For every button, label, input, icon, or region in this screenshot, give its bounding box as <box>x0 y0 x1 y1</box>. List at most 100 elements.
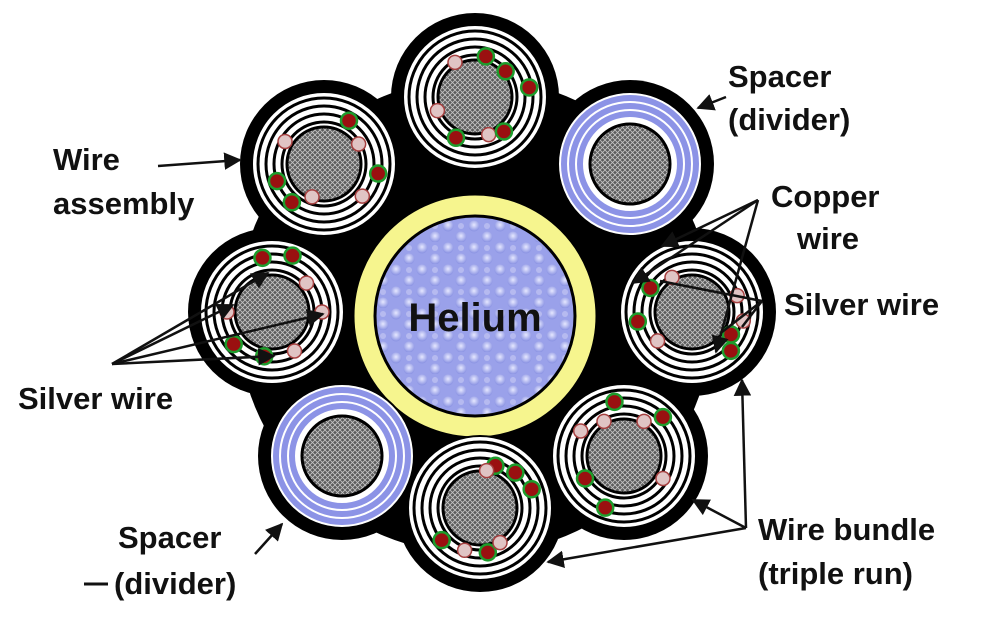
copper-arrow-3 <box>711 199 760 354</box>
copper-wire <box>494 122 514 141</box>
spacer-band <box>561 95 699 233</box>
copper-wire <box>721 341 741 361</box>
copper-wire <box>283 246 302 265</box>
silver-left-arrow-4 <box>111 348 276 366</box>
silver-wire <box>304 189 320 205</box>
bundle-ring <box>564 396 684 516</box>
bundle-ring <box>420 448 540 568</box>
bundle-ring <box>624 244 760 380</box>
copper-wire <box>368 164 388 183</box>
bundle-ring <box>256 96 392 232</box>
bundle-left <box>199 239 345 385</box>
silver-wire-right-label: Silver wire <box>784 287 939 322</box>
copper-wire <box>641 278 660 298</box>
bundle-lower-right <box>551 383 697 529</box>
copper-wire <box>628 312 648 331</box>
copper-wire <box>339 111 359 130</box>
bundle-ring <box>640 260 744 364</box>
wire-bundles <box>199 24 765 581</box>
bundle-upper-left <box>251 91 397 237</box>
copper-wire <box>496 62 515 81</box>
spacer-top-right <box>557 91 703 237</box>
bundle-ring <box>415 37 535 157</box>
spacer-band <box>569 103 691 225</box>
copper-wire <box>522 479 541 499</box>
wire-bundle-label-line1: Wire bundle <box>758 512 935 547</box>
silver-wire <box>480 126 497 143</box>
spacer-top-label-line1: Spacer <box>728 59 831 94</box>
bundle-arrow-1 <box>691 498 747 530</box>
silver-right-line-2 <box>721 300 763 333</box>
bundle-ring <box>648 268 736 356</box>
bundle-core <box>653 273 731 351</box>
silver-wire <box>572 423 589 439</box>
bundle-arrow-3 <box>546 526 747 568</box>
bundle-ring <box>212 252 332 372</box>
bundle-ring <box>204 244 340 380</box>
silver-wire <box>429 102 446 119</box>
silver-wire <box>298 275 315 291</box>
wire-bundle-label-line2: (triple run) <box>758 556 913 591</box>
bundle-right <box>619 239 765 385</box>
silver-wire <box>277 133 293 150</box>
silver-wire <box>478 462 495 479</box>
spacer-band <box>289 403 395 509</box>
bundle-core <box>436 58 514 136</box>
copper-wire-label-line1: Copper <box>771 179 880 214</box>
silver-wire <box>314 304 330 320</box>
bundle-ring <box>272 112 376 216</box>
bundle-ring <box>632 252 752 372</box>
spacer-band <box>577 111 683 217</box>
spacer-bottom-arrow <box>254 522 284 555</box>
bundle-ring <box>280 120 368 208</box>
bundle-core <box>585 417 663 495</box>
wire-assembly-label-line1: Wire <box>53 142 120 177</box>
bundle-ring <box>423 45 527 149</box>
silver-wire <box>286 343 303 359</box>
helium-label: Helium <box>408 296 541 340</box>
bundle-ring <box>580 412 668 500</box>
spacer-bottom-label-line2: (divider) <box>114 566 236 601</box>
silver-wire-left-label: Silver wire <box>18 381 173 416</box>
pointer-lines <box>111 94 763 568</box>
spacer-bottom-label-line1: Spacer <box>118 520 221 555</box>
copper-wire <box>519 78 539 97</box>
bundle-ring <box>556 388 692 524</box>
wire-assembly-label-line2: assembly <box>53 186 195 221</box>
spacer-band <box>273 387 411 525</box>
silver-wire <box>596 413 612 430</box>
bundle-bottom <box>407 435 553 581</box>
labels: Wire assembly Spacer (divider) Copper wi… <box>18 59 939 601</box>
bundle-core <box>441 469 519 547</box>
copper-wire <box>282 193 302 212</box>
copper-wire <box>605 392 624 412</box>
copper-wire <box>506 463 525 482</box>
copper-arrow-2 <box>631 198 759 285</box>
copper-wire <box>224 334 243 354</box>
bundle-ring <box>572 404 676 508</box>
silver-wire <box>350 136 367 152</box>
spacer-top-arrow <box>696 94 727 111</box>
bundle-ring <box>412 440 548 576</box>
silver-right-line-3 <box>741 300 763 328</box>
copper-wire <box>575 469 595 488</box>
spacer-core <box>300 414 384 498</box>
bundle-ring <box>264 104 384 224</box>
bundle-core <box>285 125 363 203</box>
copper-wire <box>253 248 272 268</box>
copper-wire <box>267 171 287 191</box>
silver-left-arrow-3 <box>111 309 325 366</box>
silver-wire <box>649 333 666 349</box>
spacer-bottom-left <box>269 383 415 529</box>
silver-left-arrow-2 <box>111 303 235 366</box>
silver-wire <box>456 542 473 559</box>
bundle-arrow-2 <box>733 378 752 529</box>
copper-wire <box>432 530 451 550</box>
silver-right-line-1 <box>659 279 763 303</box>
silver-wire <box>354 188 371 204</box>
spacer-band <box>281 395 403 517</box>
copper-wire <box>478 543 498 562</box>
copper-wire <box>476 47 496 66</box>
